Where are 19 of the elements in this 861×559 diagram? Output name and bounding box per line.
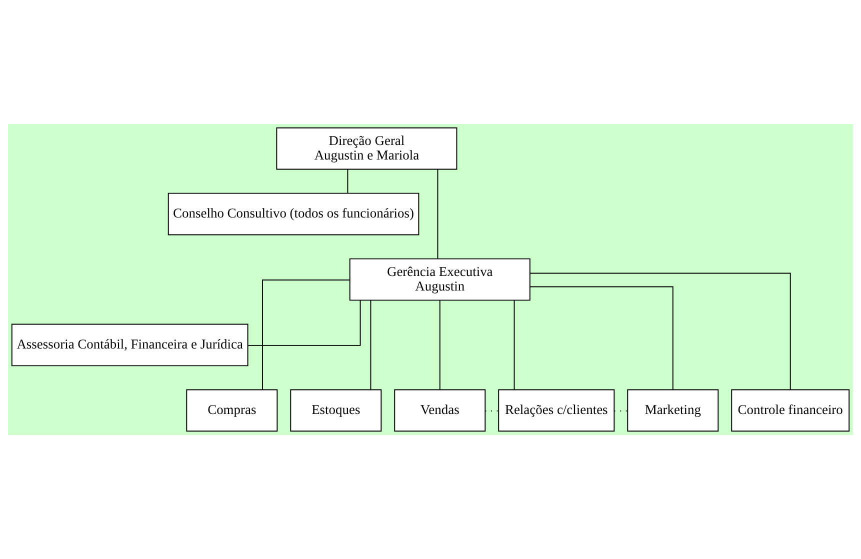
connector <box>530 272 791 390</box>
connector <box>437 168 438 259</box>
node-box: Vendas <box>394 389 486 432</box>
node-box: Conselho Consultivo (todos os funcionários) <box>168 192 420 236</box>
connector <box>347 168 348 194</box>
connector <box>262 280 350 390</box>
node-box: Controle financeiro <box>731 389 850 432</box>
node-box: Estoques <box>290 389 382 432</box>
node-box: Marketing <box>627 389 719 432</box>
node-box: Assessoria Contábil, Financeira e Jurídica <box>11 324 248 366</box>
node-box: Gerência Executiva Augustin <box>349 258 530 301</box>
connector <box>439 300 440 390</box>
node-box: Compras <box>186 389 278 432</box>
connector <box>370 300 372 390</box>
node-box: Relações c/clientes <box>498 389 615 432</box>
connector <box>248 300 361 346</box>
connector <box>529 286 674 390</box>
connector <box>514 300 515 390</box>
node-box: Direção Geral Augustin e Mariola <box>276 127 458 170</box>
